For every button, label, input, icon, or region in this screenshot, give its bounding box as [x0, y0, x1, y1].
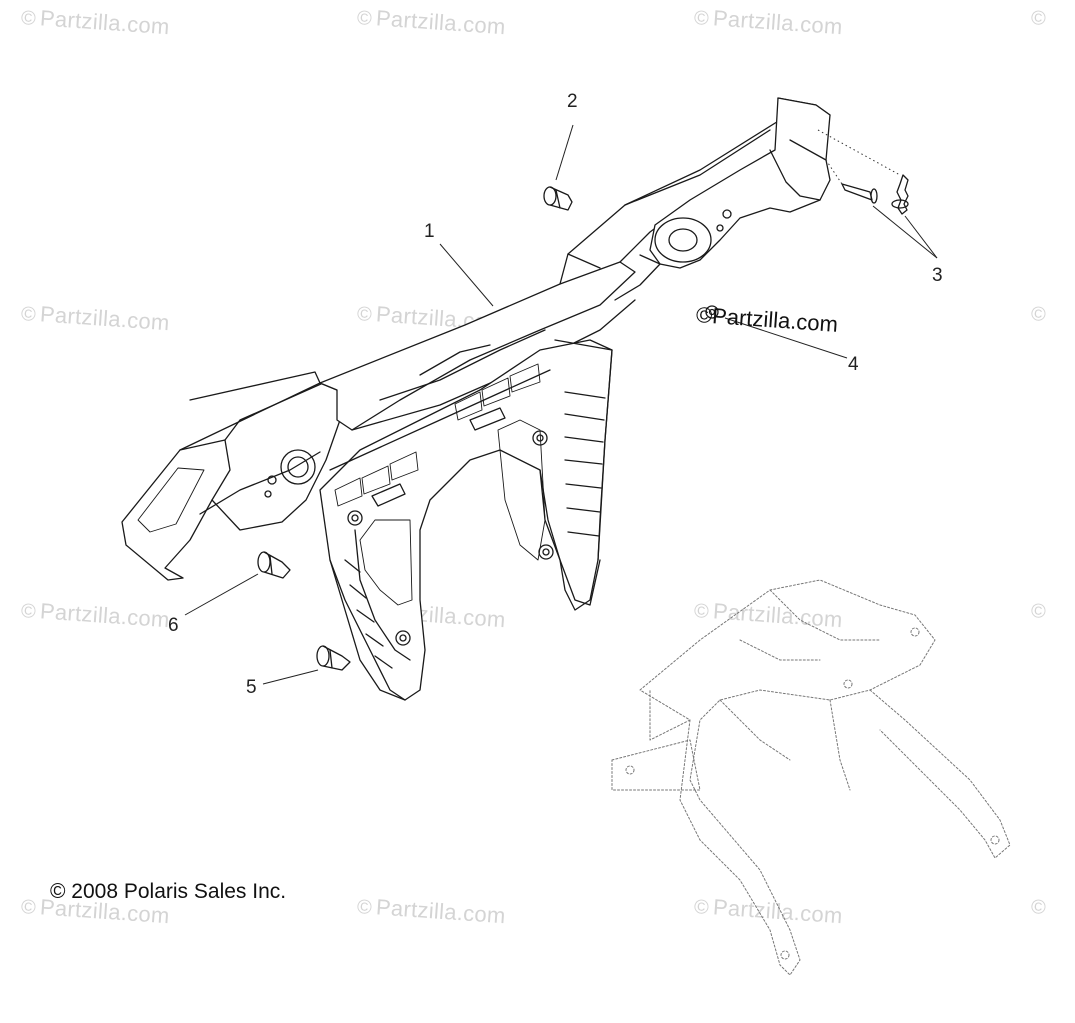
callout-4: 4 — [848, 354, 859, 375]
frame-reference-outline — [611, 579, 1011, 976]
callout-5: 5 — [246, 677, 257, 698]
callout-6: 6 — [168, 615, 179, 636]
callout-2: 2 — [567, 91, 578, 112]
callout-3: 3 — [932, 265, 943, 286]
bolt-part-5 — [316, 645, 351, 671]
bumper-assembly — [121, 97, 831, 701]
screws-part-3 — [841, 174, 909, 215]
bolt-part-2 — [543, 186, 573, 211]
copyright-text: © 2008 Polaris Sales Inc. — [50, 880, 287, 903]
bolt-part-6 — [257, 551, 291, 579]
nut-part-4 — [705, 305, 719, 319]
callout-1: 1 — [424, 221, 435, 242]
